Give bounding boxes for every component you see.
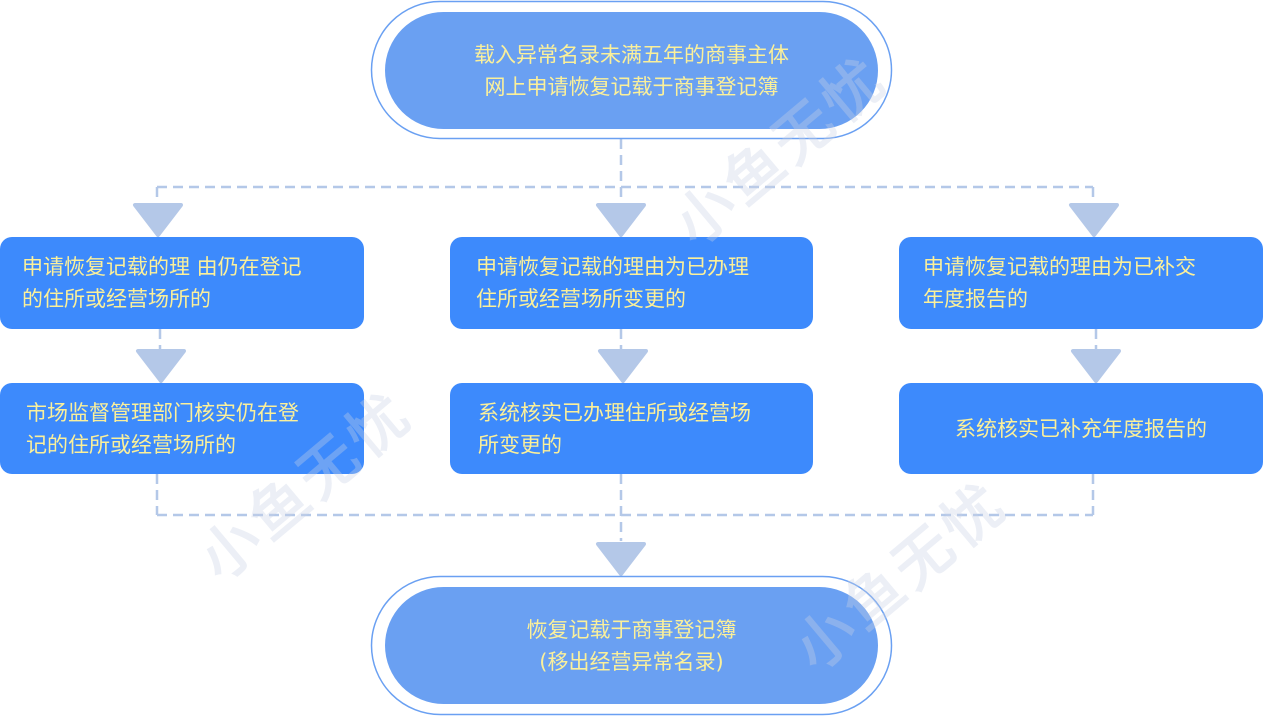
arrow-down-icon: [596, 542, 646, 576]
middle-reason-line-1: 申请恢复记载的理由为已办理: [476, 255, 749, 279]
left-reason-line-2: 的住所或经营场所的: [22, 287, 211, 311]
left-verify-label: 市场监督管理部门核实仍在登 记的住所或经营场所的: [0, 383, 364, 474]
middle-verify-line-1: 系统核实已办理住所或经营场: [478, 400, 751, 425]
middle-verify-line-2: 所变更的: [478, 432, 562, 457]
left-reason-line-1: 申请恢复记载的理 由仍在登记: [22, 255, 302, 279]
arrow-down-icon: [1069, 203, 1119, 237]
left-reason-label: 申请恢复记载的理 由仍在登记 的住所或经营场所的: [0, 237, 364, 329]
left-verify-box: [0, 383, 364, 474]
end-node: [370, 575, 893, 716]
start-node-fill: [385, 12, 878, 129]
middle-verify-label: 系统核实已办理住所或经营场 所变更的: [450, 383, 813, 474]
middle-verify-box: [450, 383, 813, 474]
right-reason-box: [899, 237, 1263, 329]
end-node-label: 恢复记载于商事登记簿 (移出经营异常名录): [385, 587, 878, 704]
right-reason-label: 申请恢复记载的理由为已补交 年度报告的: [899, 237, 1263, 329]
end-line-1: 恢复记载于商事登记簿: [526, 617, 737, 642]
middle-reason-line-2: 住所或经营场所变更的: [476, 287, 686, 311]
left-verify-line-2: 记的住所或经营场所的: [26, 432, 236, 457]
middle-reason-box: [450, 237, 813, 329]
end-node-fill: [385, 587, 878, 704]
start-line-1: 载入异常名录未满五年的商事主体: [474, 42, 789, 67]
connectors: [155, 139, 1098, 541]
arrow-down-icon: [1071, 349, 1121, 383]
end-line-2: (移出经营异常名录): [539, 649, 724, 674]
right-reason-line-1: 申请恢复记载的理由为已补交: [923, 255, 1196, 279]
left-verify-line-1: 市场监督管理部门核实仍在登: [26, 400, 299, 425]
start-line-2: 网上申请恢复记载于商事登记簿: [484, 74, 779, 99]
arrow-down-icon: [133, 203, 183, 237]
right-reason-line-2: 年度报告的: [923, 287, 1028, 311]
arrow-down-icon: [136, 349, 186, 383]
arrow-down-icon: [598, 349, 648, 383]
right-verify-line-1: 系统核实已补充年度报告的: [955, 416, 1207, 441]
arrow-down-icon: [596, 203, 646, 237]
middle-reason-label: 申请恢复记载的理由为已办理 住所或经营场所变更的: [450, 237, 813, 329]
start-node-label: 载入异常名录未满五年的商事主体 网上申请恢复记载于商事登记簿: [385, 12, 878, 129]
right-verify-box: [899, 383, 1263, 474]
start-node: [370, 0, 893, 140]
right-verify-label: 系统核实已补充年度报告的: [899, 383, 1263, 474]
left-reason-box: [0, 237, 364, 329]
